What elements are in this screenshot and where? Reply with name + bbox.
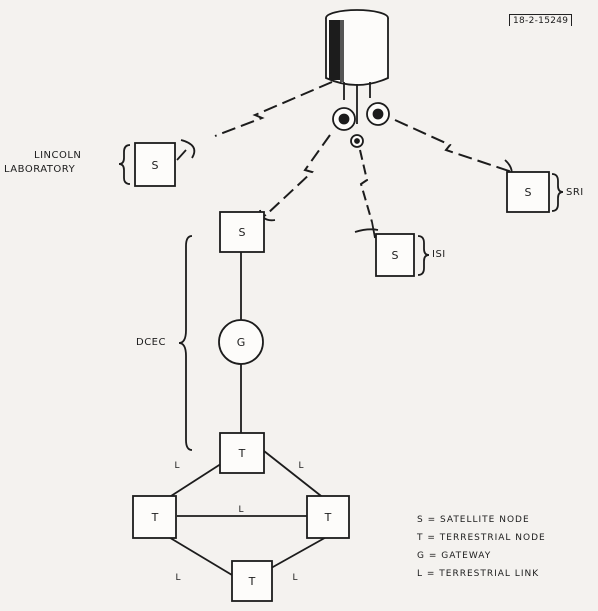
link-lincoln — [215, 82, 332, 136]
label-dcec: DCEC — [136, 337, 166, 348]
letter-s: S — [525, 186, 532, 199]
brace-dcec — [179, 236, 192, 450]
link-label: L — [292, 573, 297, 583]
antenna-lincoln — [181, 140, 194, 158]
brace-sri — [552, 174, 563, 211]
letter-s: S — [239, 226, 246, 239]
label-lincoln-1: LINCOLN — [34, 150, 81, 161]
label-lincoln-2: LABORATORY — [4, 164, 75, 175]
legend-item: L = TERRESTRIAL LINK — [417, 565, 546, 583]
letter-t: T — [324, 511, 332, 524]
brace-lincoln — [119, 145, 130, 184]
letter-g: G — [237, 336, 246, 349]
brace-isi — [418, 236, 429, 275]
label-sri: SRI — [566, 187, 584, 198]
link-label: L — [298, 461, 303, 471]
label-isi: ISI — [432, 249, 446, 260]
legend-item: G = GATEWAY — [417, 547, 546, 565]
letter-t: T — [238, 447, 246, 460]
link-dcec — [266, 135, 330, 215]
legend-item: S = SATELLITE NODE — [417, 511, 546, 529]
link-label: L — [175, 573, 180, 583]
letter-s: S — [152, 159, 159, 172]
legend-item: T = TERRESTRIAL NODE — [417, 529, 546, 547]
legend: S = SATELLITE NODE T = TERRESTRIAL NODE … — [417, 511, 546, 583]
satellite-icon — [326, 10, 389, 147]
link-label: L — [174, 461, 179, 471]
link-label: L — [238, 505, 243, 515]
link-isi — [360, 150, 372, 222]
letter-s: S — [392, 249, 399, 262]
letter-t: T — [248, 575, 256, 588]
figure-id: 18-2-15249 — [509, 14, 572, 26]
letter-t: T — [151, 511, 159, 524]
link-sri — [395, 120, 512, 172]
satellite-links — [215, 82, 512, 222]
